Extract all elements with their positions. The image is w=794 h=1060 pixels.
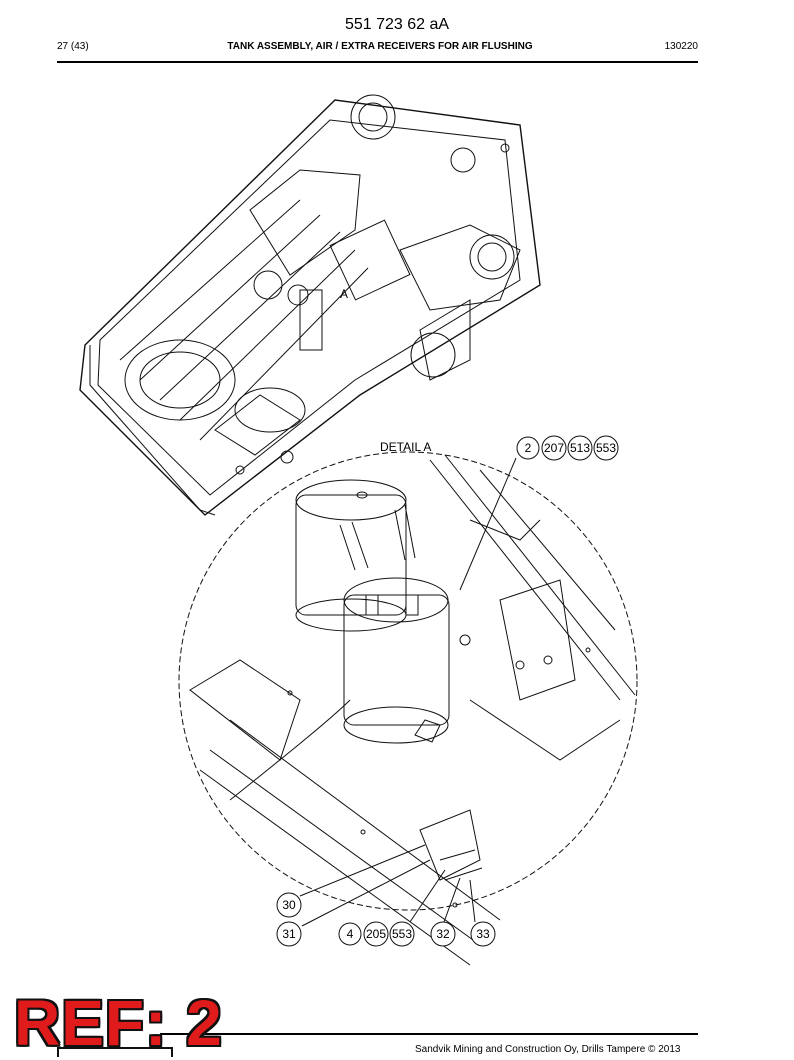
header-rule bbox=[57, 61, 698, 63]
doc-date: 130220 bbox=[664, 41, 698, 52]
callout-label: 32 bbox=[436, 927, 450, 941]
callout-bubble bbox=[276, 921, 302, 947]
callout-bubble bbox=[567, 435, 593, 461]
callout-label: 513 bbox=[570, 441, 590, 455]
callout-bubble bbox=[430, 921, 456, 947]
callout-label: 31 bbox=[282, 927, 296, 941]
callout-bubble bbox=[389, 921, 415, 947]
callout-label: 553 bbox=[596, 441, 616, 455]
page-count: 27 (43) bbox=[57, 41, 89, 52]
callout-label: 30 bbox=[282, 898, 296, 912]
callouts-bottom bbox=[338, 921, 496, 947]
machine-overview bbox=[79, 94, 541, 516]
footer-rule bbox=[160, 1033, 698, 1035]
detail-label: DETAIL A bbox=[380, 440, 432, 454]
detail-circle bbox=[178, 451, 638, 966]
callout-label: 205 bbox=[366, 927, 386, 941]
callout-bubble bbox=[363, 921, 389, 947]
ref-stamp: REF: 2 bbox=[14, 987, 223, 1059]
callouts-left bbox=[276, 892, 302, 947]
brand-logo-box bbox=[57, 1047, 173, 1057]
callout-bubble bbox=[541, 435, 567, 461]
callout-label: 33 bbox=[476, 927, 490, 941]
doc-number: 551 723 62 aA bbox=[344, 16, 450, 33]
copyright-text: Sandvik Mining and Construction Oy, Dril… bbox=[415, 1044, 681, 1055]
callout-label: 207 bbox=[544, 441, 564, 455]
callout-bubble bbox=[470, 921, 496, 947]
callout-label: 2 bbox=[525, 441, 532, 455]
callout-bubble bbox=[338, 922, 362, 946]
callout-bubble bbox=[593, 435, 619, 461]
callout-label: 553 bbox=[392, 927, 412, 941]
view-marker-a: A bbox=[340, 287, 348, 301]
leader-lines bbox=[299, 457, 517, 927]
callouts-top bbox=[516, 435, 619, 461]
callout-label: 4 bbox=[347, 927, 354, 941]
callout-bubble bbox=[276, 892, 302, 918]
callout-bubble bbox=[516, 436, 540, 460]
sheet-title: TANK ASSEMBLY, AIR / EXTRA RECEIVERS FOR… bbox=[227, 41, 533, 52]
